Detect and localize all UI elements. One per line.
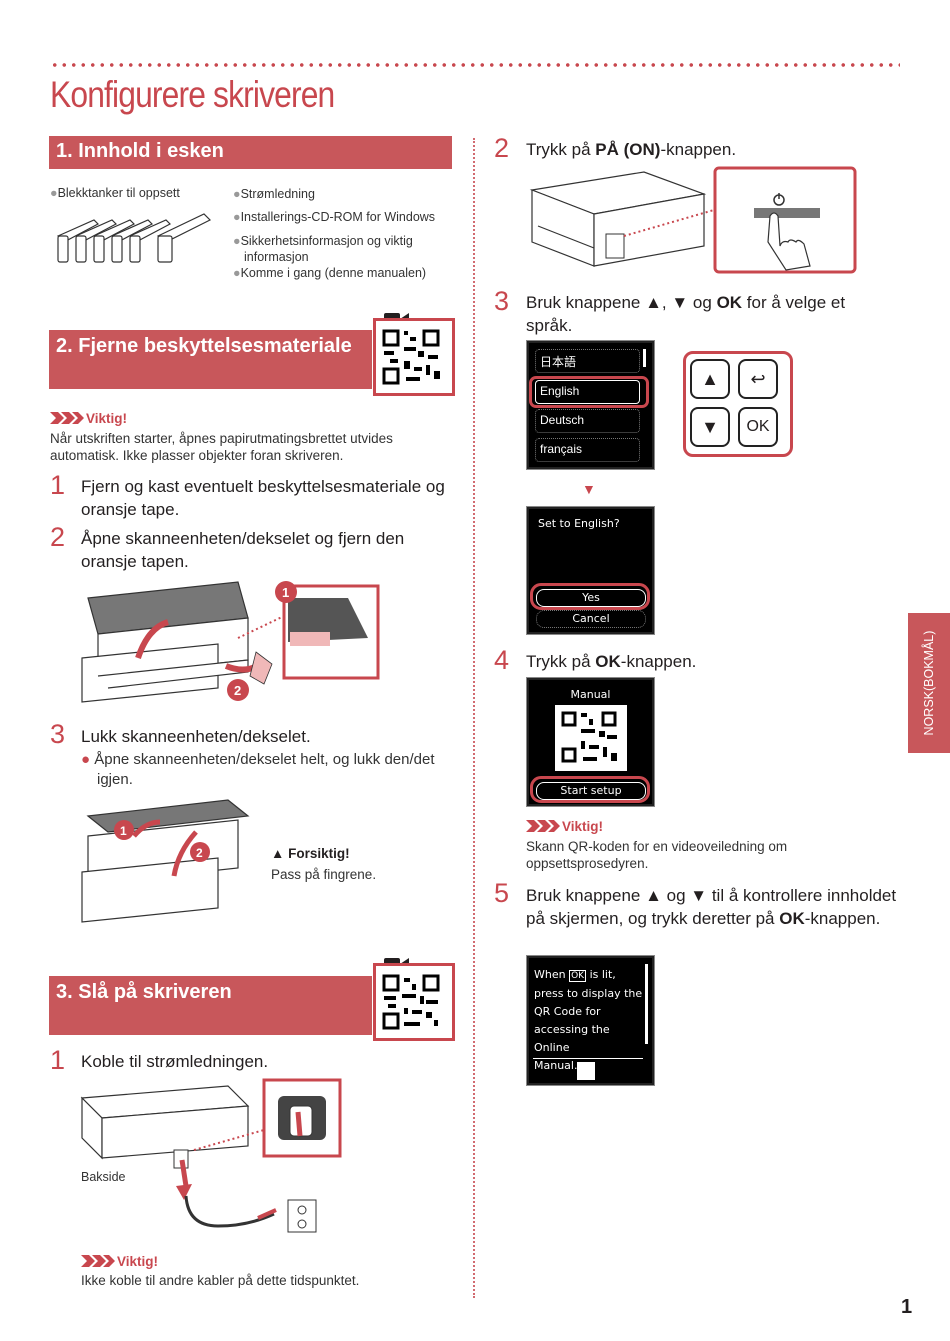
caution-text: Pass på fingrene. bbox=[271, 867, 377, 882]
lang-option-fr[interactable]: français bbox=[535, 438, 640, 462]
column-separator bbox=[473, 138, 475, 1298]
confirm-screen: Set to English? Yes Cancel bbox=[527, 507, 654, 634]
s2-step-1-text: Fjern og kast eventuelt beskyttelsesmate… bbox=[81, 477, 445, 519]
box-items-right: ●Strømledning ●Installerings-CD-ROM for … bbox=[233, 187, 436, 280]
yes-button[interactable]: Yes bbox=[536, 589, 646, 607]
section-1-heading: 1. Innhold i esken bbox=[56, 140, 224, 162]
r-step-2-text: Trykk på PÅ (ON)-knappen. bbox=[526, 140, 737, 159]
ok-button[interactable]: OK bbox=[738, 407, 778, 447]
important-arrows-icon bbox=[81, 1255, 115, 1267]
down-arrow-icon: ▼ bbox=[671, 293, 689, 312]
section-3-header: 3. Slå på skriveren bbox=[49, 976, 372, 1035]
warning-icon: ▲ bbox=[271, 846, 285, 861]
important-text-1: Når utskriften starter, åpnes papirutmat… bbox=[50, 431, 393, 463]
important-label-1: Viktig! bbox=[50, 411, 127, 426]
down-arrow-icon: ▼ bbox=[690, 886, 708, 905]
highlight-english bbox=[529, 376, 649, 408]
important-label-r: Viktig! bbox=[526, 819, 603, 834]
section-1-header: 1. Innhold i esken bbox=[49, 136, 452, 169]
manual-qr-code[interactable] bbox=[555, 705, 627, 771]
s2-step-3-text: Lukk skanneenheten/dekselet. bbox=[81, 727, 311, 746]
start-setup-button[interactable]: Start setup bbox=[536, 782, 646, 800]
language-side-tab: NORSK(BOKMÅL) bbox=[908, 613, 950, 753]
rear-label: Bakside bbox=[81, 1170, 126, 1184]
lang-option-de[interactable]: Deutsch bbox=[535, 409, 640, 433]
r-step-4-number: 4 bbox=[494, 645, 510, 675]
s2-step-3-number: 3 bbox=[50, 719, 66, 749]
s3-step-1-text: Koble til strømledningen. bbox=[81, 1052, 269, 1071]
back-icon: ↩ bbox=[750, 368, 766, 389]
lang-option-ja[interactable]: 日本語 bbox=[535, 349, 640, 373]
svg-text:2: 2 bbox=[196, 846, 203, 860]
qr-code-section-2[interactable] bbox=[373, 318, 455, 396]
highlight-yes bbox=[530, 583, 650, 610]
close-scanner-illustration: 1 2 bbox=[81, 799, 250, 923]
important-label-3: Viktig! bbox=[81, 1254, 158, 1269]
s2-step-1-number: 1 bbox=[50, 470, 66, 500]
power-cord-illustration bbox=[80, 1078, 342, 1233]
r-step-2-number: 2 bbox=[494, 133, 510, 163]
important-text-3: Ikke koble til andre kabler på dette tid… bbox=[81, 1273, 360, 1288]
section-2-heading: 2. Fjerne beskyttelsesmateriale bbox=[56, 335, 352, 357]
down-triangle-icon: ▼ bbox=[582, 481, 596, 497]
up-button[interactable]: ▲ bbox=[690, 359, 730, 399]
r-step-5-number: 5 bbox=[494, 878, 510, 908]
control-panel-highlight bbox=[683, 351, 793, 457]
s3-step-1-number: 1 bbox=[50, 1045, 66, 1075]
s2-step-2-text: Åpne skanneenheten/dekselet og fjern den… bbox=[81, 529, 405, 571]
r-step-3-text: Bruk knappene ▲, ▼ og OK for å velge et … bbox=[526, 293, 846, 335]
important-arrows-icon bbox=[526, 820, 560, 832]
svg-text:1: 1 bbox=[120, 824, 127, 838]
manual-screen: Manual Start setup bbox=[527, 678, 654, 806]
down-button[interactable]: ▼ bbox=[690, 407, 730, 447]
important-text-r: Skann QR-koden for en videoveiledning om… bbox=[526, 839, 788, 871]
s2-step-3-sub: ● Åpne skanneenheten/dekselet helt, og l… bbox=[81, 751, 435, 788]
scrollbar[interactable] bbox=[643, 349, 646, 367]
section-2-header: 2. Fjerne beskyttelsesmateriale bbox=[49, 330, 372, 389]
back-button[interactable]: ↩ bbox=[738, 359, 778, 399]
caution-label: ▲ Forsiktig! bbox=[271, 846, 350, 861]
important-arrows-icon bbox=[50, 412, 84, 424]
top-dotted-rule bbox=[50, 62, 900, 68]
scrollbar[interactable] bbox=[645, 964, 648, 1044]
box-item-ink-tanks: ●Blekktanker til oppsett bbox=[50, 186, 180, 200]
callout-1: 1 bbox=[282, 585, 289, 600]
page-title: Konfigurere skriveren bbox=[50, 74, 335, 115]
mini-qr-icon bbox=[577, 1062, 595, 1080]
up-arrow-icon: ▲ bbox=[645, 293, 662, 312]
up-arrow-icon: ▲ bbox=[645, 886, 662, 905]
section-3-heading: 3. Slå på skriveren bbox=[56, 981, 232, 1003]
open-scanner-illustration: 1 2 bbox=[81, 581, 380, 703]
s2-step-2-number: 2 bbox=[50, 522, 66, 552]
r-step-5-text: Bruk knappene ▲ og ▼ til å kontrollere i… bbox=[526, 886, 897, 928]
info-screen-text: When OK is lit, press to display the QR … bbox=[534, 968, 643, 1072]
highlight-start-setup bbox=[530, 776, 650, 803]
qr-code-section-3[interactable] bbox=[373, 963, 455, 1041]
info-screen: When OK is lit, press to display the QR … bbox=[527, 956, 654, 1085]
r-step-4-text: Trykk på OK-knappen. bbox=[526, 652, 697, 671]
r-step-3-number: 3 bbox=[494, 286, 510, 316]
printer-on-button-illustration bbox=[529, 166, 857, 274]
callout-2: 2 bbox=[234, 683, 241, 698]
cancel-button[interactable]: Cancel bbox=[536, 610, 646, 628]
lang-option-en[interactable]: English bbox=[535, 380, 640, 404]
ink-tanks-illustration bbox=[56, 213, 212, 263]
page-number: 1 bbox=[901, 1296, 913, 1318]
